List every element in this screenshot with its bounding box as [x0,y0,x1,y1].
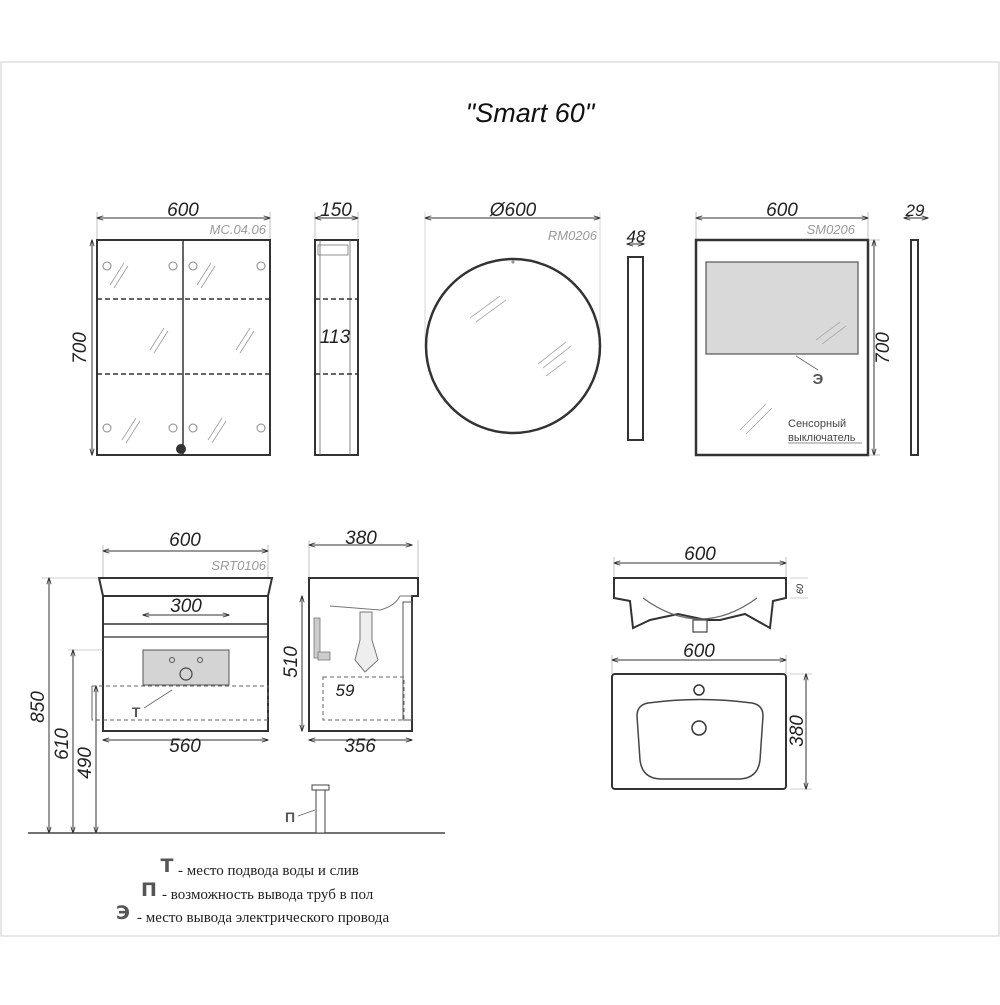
basin-top-view: 600 380 [611,641,812,790]
legend-symbol-water: Т [161,855,174,877]
electric-outlet-symbol: Э [813,371,824,388]
basin-width-side: 600 [684,544,716,565]
legend-symbol-floor: П [141,879,157,901]
drain-hole [691,720,707,736]
vanity-front: 600 SRT0106 300 Т 560 [91,530,274,757]
cabinet-code: MC.04.06 [210,222,267,237]
floor-pipe: П [285,784,330,834]
vanity-code: SRT0106 [211,558,266,573]
height-490: 490 [75,747,96,779]
legend-text-electric: - место вывода электрического провода [137,910,389,926]
legend-text-water: - место подвода воды и слив [178,863,359,879]
page-title: "Smart 60" [466,98,596,128]
basin-width-top: 600 [683,641,715,662]
floor-symbol: П [285,809,295,825]
mirror-cabinet-front: 600 MC.04.06 700 [70,200,271,456]
round-mirror-diameter: Ø600 [489,200,537,221]
led-mirror-height: 700 [873,332,894,364]
mirror-cabinet-side: 150 113 [314,200,359,456]
vanity-side: 380 59 510 356 [281,528,419,757]
round-mirror: Ø600 RM0206 48 [425,200,646,441]
vanity-depth: 380 [345,528,377,549]
led-mirror-width: 600 [766,200,798,221]
legend-symbol-electric: Э [116,902,130,924]
basin-rim-height: 60 [795,584,805,594]
vanity-width: 600 [169,530,201,551]
legend: Т - место подвода воды и слив П - возмож… [116,855,389,926]
sheet-border [0,61,1000,937]
led-mirror-light-panel [705,261,859,355]
led-mirror-code: SM0206 [807,222,856,237]
vanity-inner-depth: 356 [344,736,376,757]
cabinet-shelf-gap: 113 [320,327,351,348]
vanity-inner-width: 560 [169,736,201,757]
basin-depth: 380 [787,715,808,747]
round-mirror-depth: 48 [627,227,646,246]
led-mirror-depth: 29 [905,201,925,220]
touch-switch-label-2: выключатель [788,432,856,444]
legend-text-floor: - возможность вывода труб в пол [162,887,374,903]
round-mirror-code: RM0206 [548,228,598,243]
led-mirror-front: 600 SM0206 Э Сенсорный выключатель 700 [694,200,894,457]
total-height: 850 [28,691,49,723]
faucet-hole [693,684,705,696]
cabinet-depth: 150 [320,200,352,221]
touch-switch-label-1: Сенсорный [788,418,846,430]
vanity-height-dimensions: 850 610 490 [28,578,445,834]
cabinet-knob [176,444,186,454]
led-mirror-side: 29 [904,201,928,456]
cabinet-width: 600 [167,200,199,221]
water-symbol: Т [132,704,141,720]
vanity-plinth: 59 [336,681,355,700]
height-610: 610 [52,728,73,760]
vanity-body-height: 510 [281,646,302,678]
cabinet-height: 700 [70,332,91,364]
drawer-opening-width: 300 [170,596,202,617]
basin-side-view: 600 60 [613,544,808,633]
